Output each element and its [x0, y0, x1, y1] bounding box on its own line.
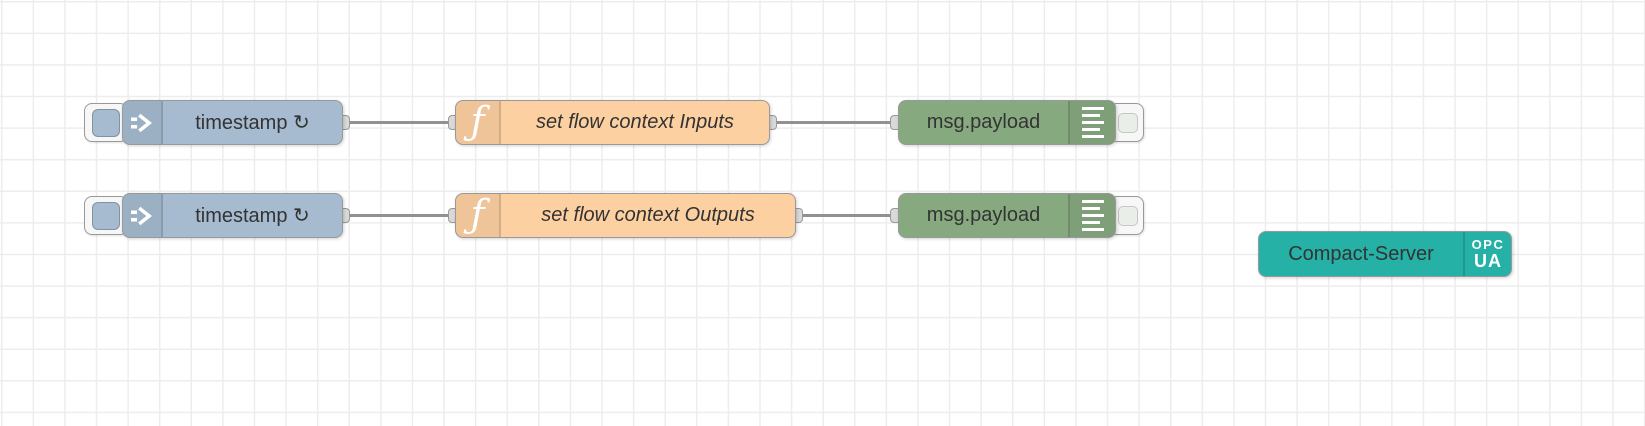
- debug1-toggle-button-face: [1118, 112, 1138, 133]
- node-function-2[interactable]: ƒ set flow context Outputs: [455, 193, 796, 238]
- inject-arrow-icon: [123, 194, 163, 237]
- opcua-badge-line1: OPC: [1471, 237, 1505, 252]
- function-icon: ƒ: [456, 101, 501, 144]
- opcua-badge-line2: UA: [1474, 251, 1502, 271]
- debug-lines-glyph: [1081, 199, 1104, 232]
- node-label: set flow context Outputs: [541, 204, 755, 226]
- inject2-trigger-button-face: [92, 201, 120, 230]
- inject1-trigger-button-face: [92, 108, 120, 137]
- wire-inject1-function1[interactable]: [343, 121, 456, 124]
- node-inject-2[interactable]: timestamp ↻: [122, 193, 343, 238]
- node-label: set flow context Inputs: [536, 111, 734, 133]
- inject2-trigger-button[interactable]: [84, 196, 128, 235]
- node-function-1[interactable]: ƒ set flow context Inputs: [455, 100, 770, 145]
- wire-function2-debug2[interactable]: [795, 214, 898, 217]
- node-label: msg.payload: [926, 111, 1041, 133]
- function-glyph: ƒ: [470, 98, 485, 143]
- debug-lines-glyph: [1081, 106, 1104, 139]
- opcua-badge-icon: OPC UA: [1463, 232, 1511, 276]
- node-opcua-compact-server[interactable]: Compact-Server OPC UA: [1258, 231, 1512, 277]
- node-debug-1[interactable]: msg.payload: [898, 100, 1116, 145]
- function-glyph: ƒ: [470, 191, 485, 236]
- node-debug-2[interactable]: msg.payload: [898, 193, 1116, 238]
- debug2-toggle-button-face: [1118, 205, 1138, 226]
- node-inject-1[interactable]: timestamp ↻: [122, 100, 343, 145]
- inject1-trigger-button[interactable]: [84, 103, 128, 142]
- function-icon: ƒ: [456, 194, 501, 237]
- wire-inject2-function2[interactable]: [343, 214, 456, 217]
- node-label: timestamp ↻: [195, 112, 310, 134]
- node-label: msg.payload: [926, 204, 1041, 226]
- wire-function1-debug1[interactable]: [769, 121, 898, 124]
- debug-lines-icon: [1068, 194, 1115, 237]
- node-label: timestamp ↻: [195, 205, 310, 227]
- debug-lines-icon: [1068, 101, 1115, 144]
- node-label: Compact-Server: [1288, 242, 1434, 265]
- inject-arrow-icon: [123, 101, 163, 144]
